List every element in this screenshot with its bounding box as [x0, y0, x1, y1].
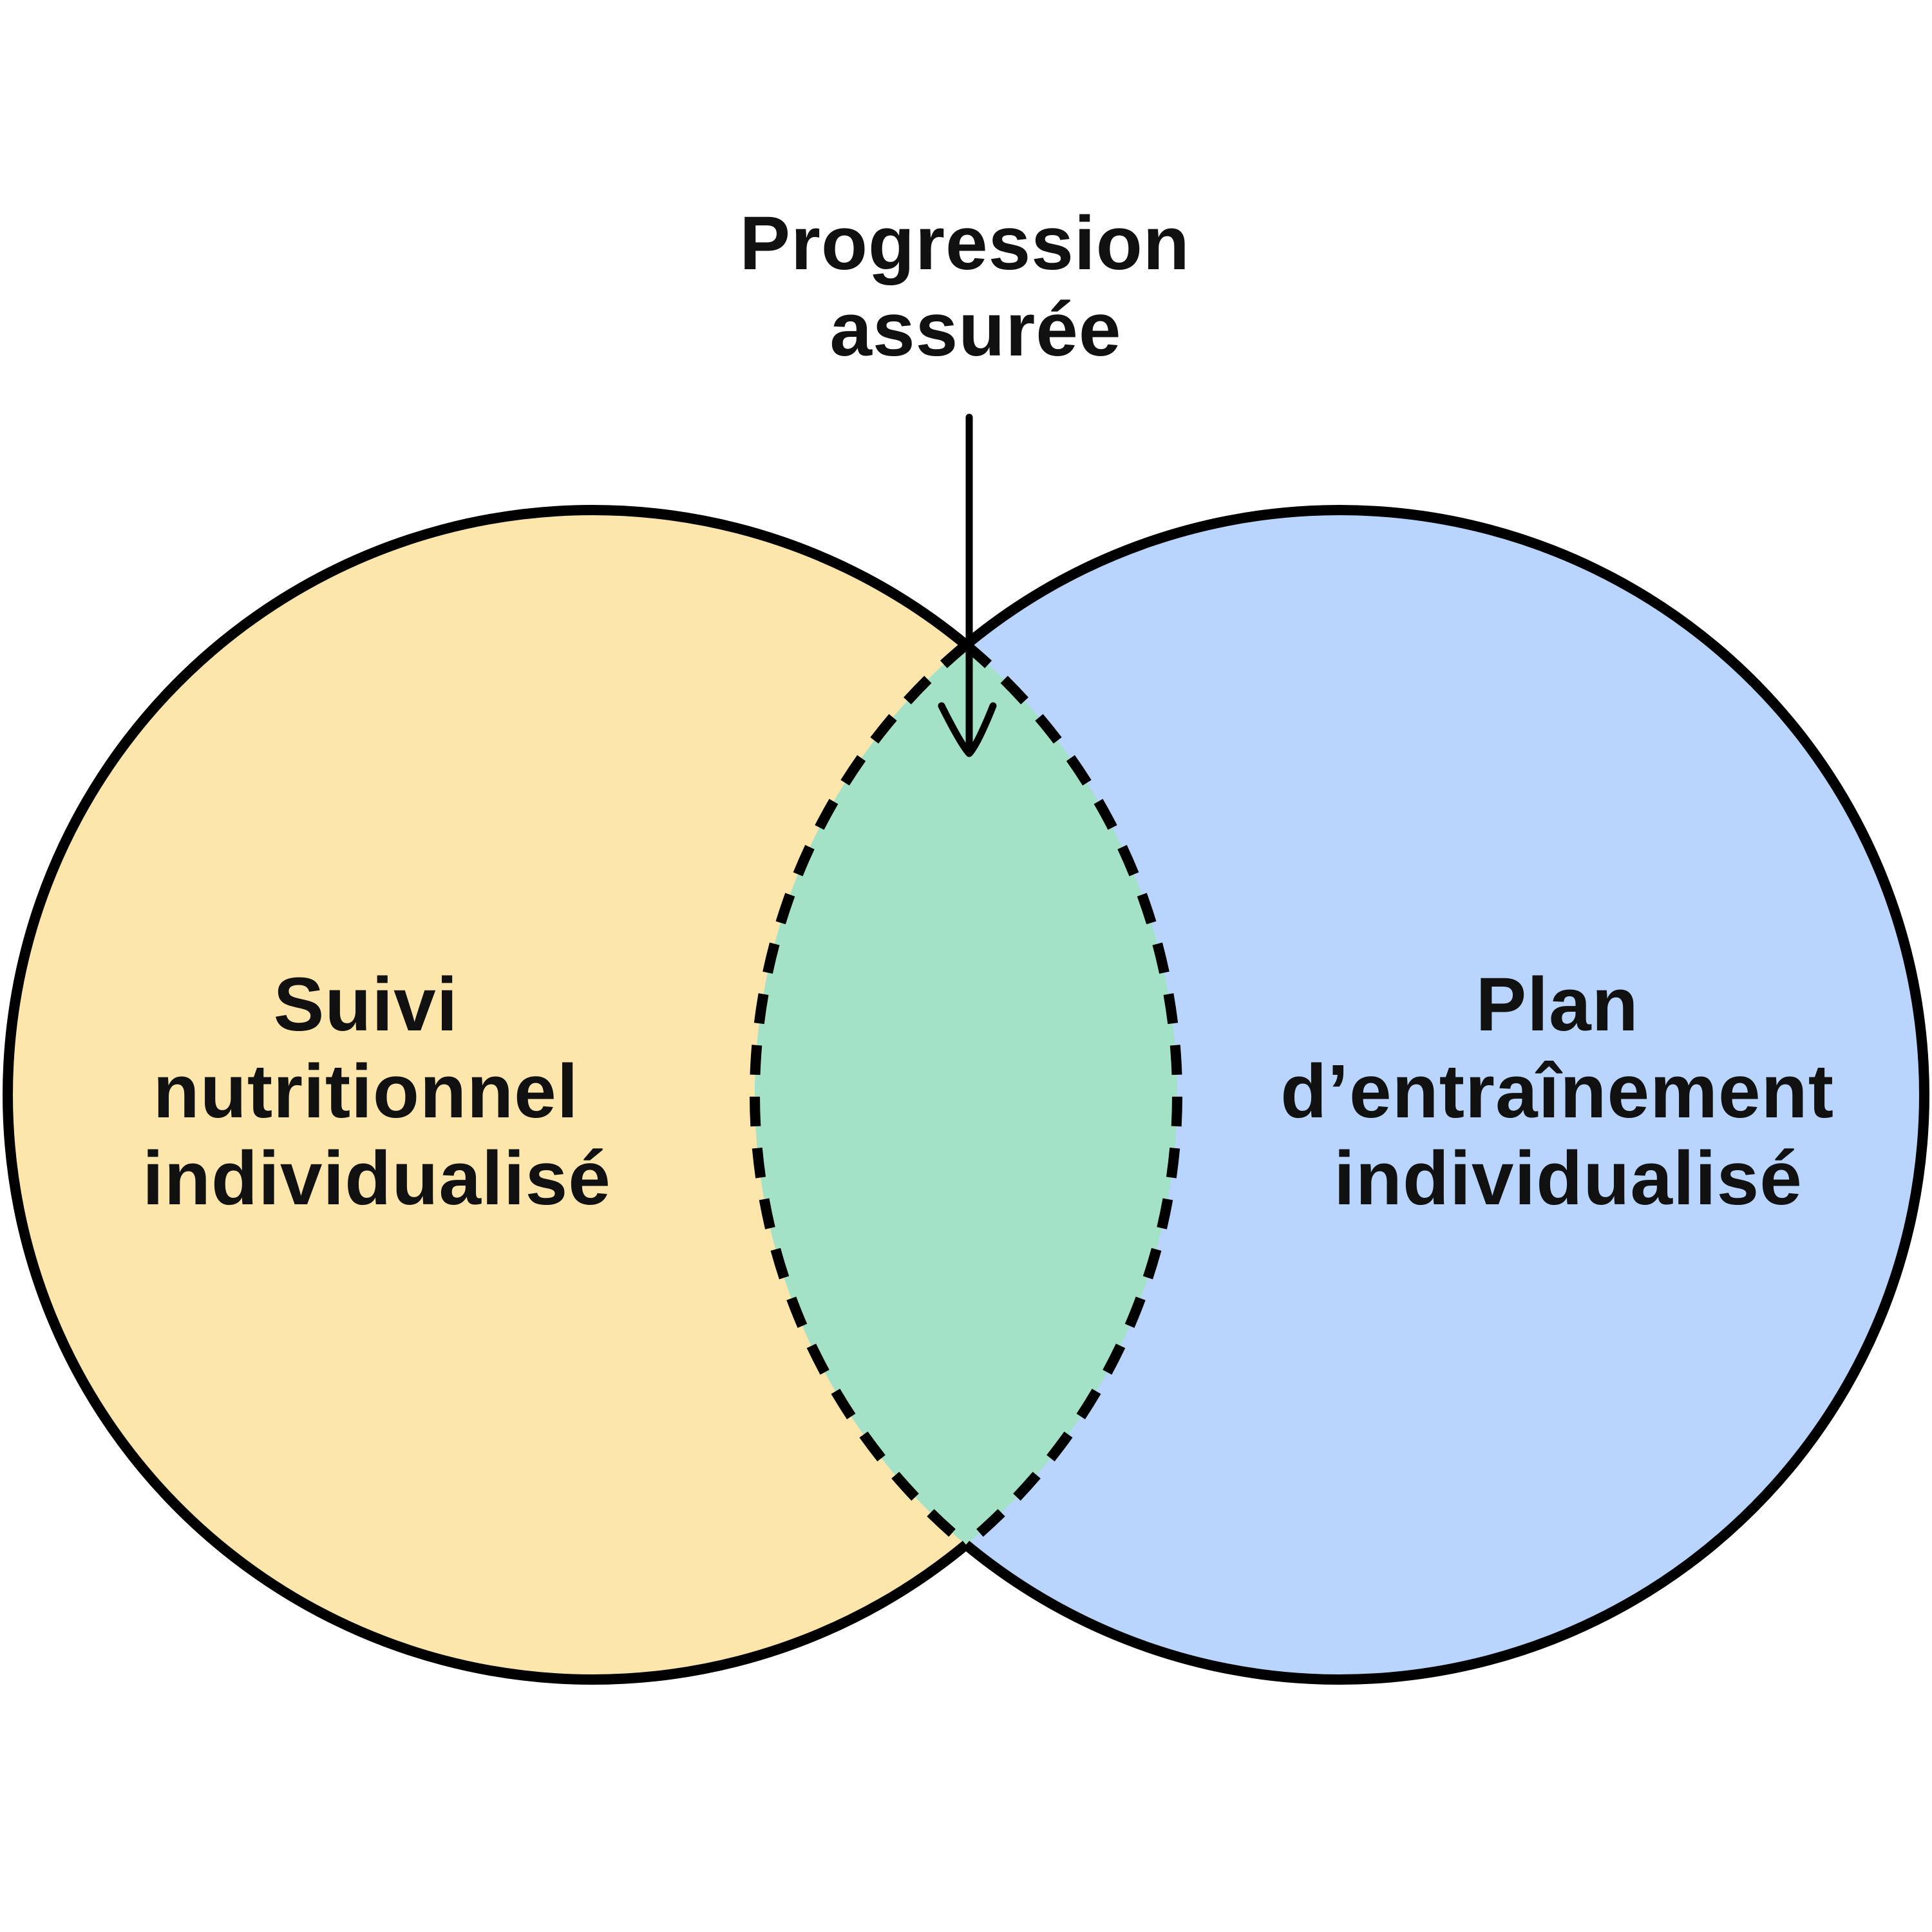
left-circle-label: Suivi nutritionnel individualisé [142, 962, 611, 1221]
left-label-line-2: nutritionnel [153, 1049, 579, 1134]
intersection-label-line-2: assurée [829, 287, 1121, 372]
right-label-line-1: Plan [1476, 962, 1639, 1047]
intersection-boundary-left [962, 641, 1183, 1549]
right-label-line-3: individualisé [1334, 1136, 1803, 1221]
intersection-label: Progression assurée [739, 201, 1211, 372]
intersection-region [755, 510, 1177, 1680]
circle-training-outline [962, 505, 1929, 1685]
pointer-arrow-head [938, 702, 997, 757]
right-label-line-2: d’entraînement [1280, 1049, 1834, 1134]
right-circle-label: Plan d’entraînement individualisé [1280, 962, 1856, 1221]
circle-nutrition-outline [3, 505, 970, 1685]
intersection-boundary-right [749, 641, 970, 1549]
intersection-label-line-1: Progression [739, 201, 1190, 286]
left-label-line-1: Suivi [274, 962, 459, 1047]
left-label-line-3: individualisé [142, 1136, 611, 1221]
